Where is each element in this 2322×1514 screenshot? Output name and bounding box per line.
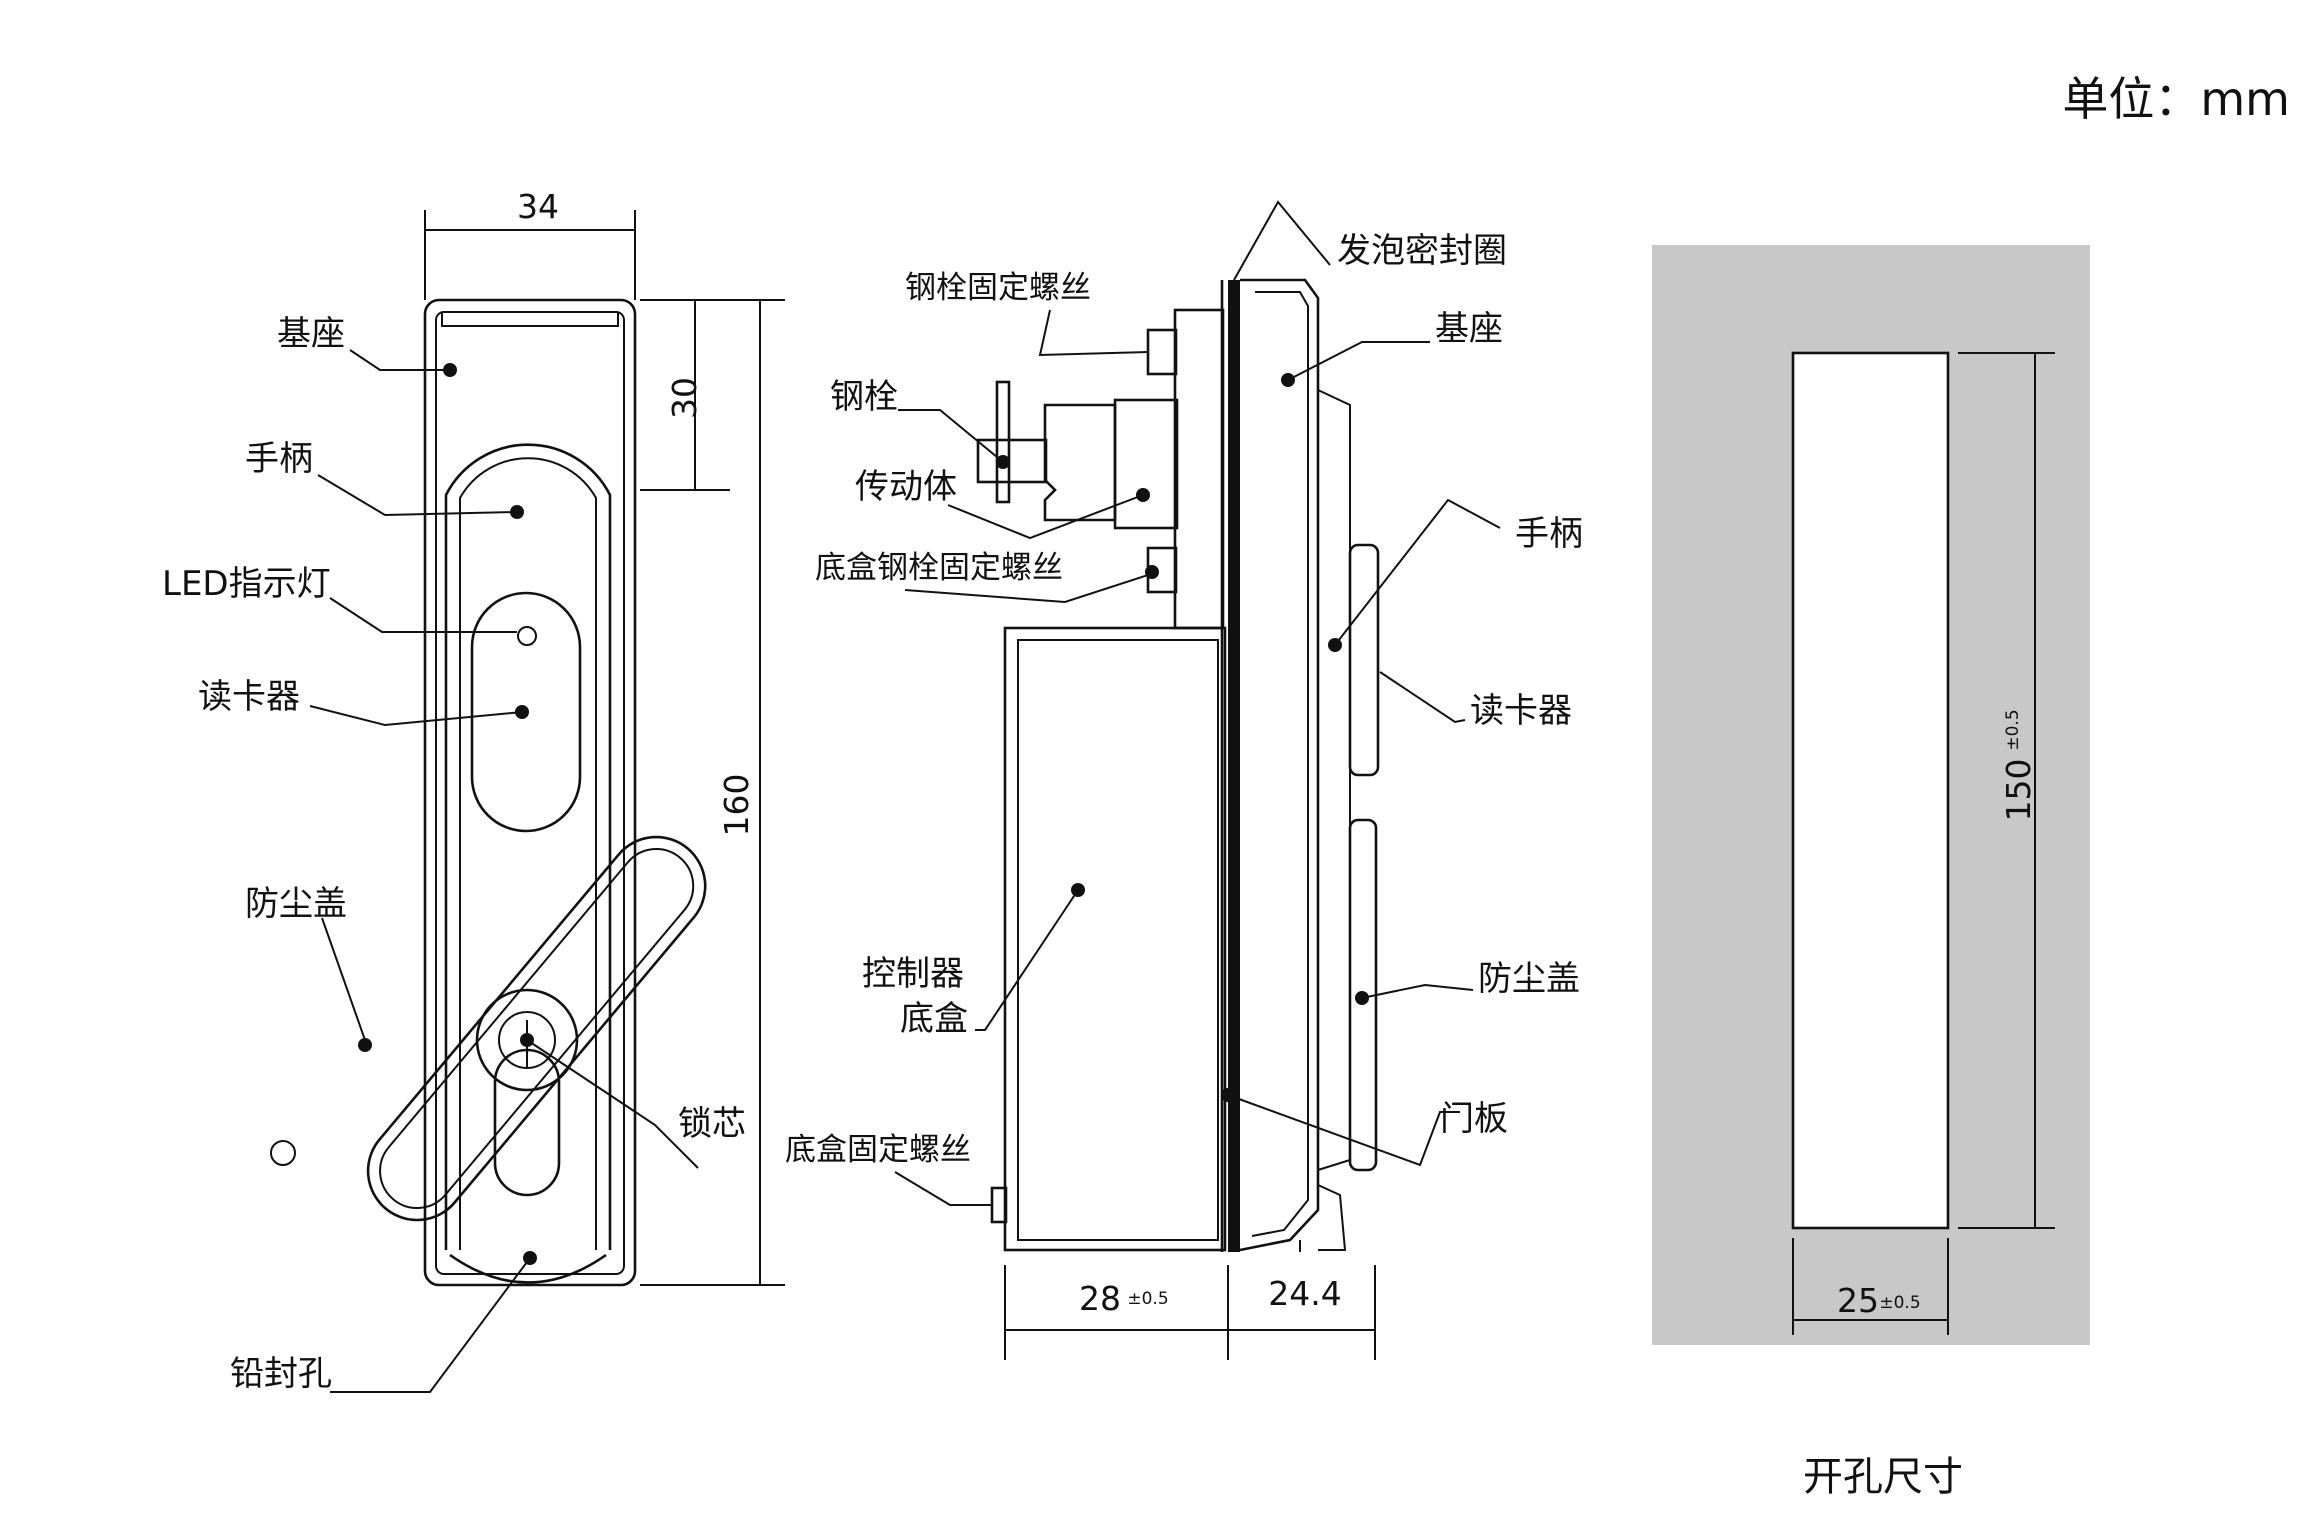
cutout-caption: 开孔尺寸: [1803, 1454, 1963, 1500]
label-foam-seal: 发泡密封圈: [1337, 231, 1507, 271]
front-base-inner: [435, 311, 625, 1275]
cutout-view: 150 ±0.5 25 ±0.5 开孔尺寸: [1652, 245, 2090, 1500]
label-actuator: 传动体: [855, 467, 957, 507]
label-bolt: 钢栓: [830, 377, 898, 417]
label-box-screw: 底盒固定螺丝: [785, 1132, 971, 1168]
dust-cover-shape: [366, 835, 707, 1222]
controller-box: [1003, 626, 1227, 1252]
label-box-bolt-screw: 底盒钢栓固定螺丝: [815, 550, 1063, 586]
label-controller-line1: 控制器: [862, 954, 964, 994]
led-indicator: [517, 626, 537, 646]
front-top-lip: [441, 312, 619, 327]
label-led: LED指示灯: [162, 564, 331, 604]
cutout-hole: [1791, 351, 1950, 1230]
label-side-base: 基座: [1435, 309, 1503, 349]
label-front-handle: 手柄: [245, 439, 313, 479]
cutout-dim-height: 150: [1999, 759, 2038, 822]
label-side-handle: 手柄: [1515, 514, 1583, 554]
side-dim-front: 24.4: [1268, 1274, 1341, 1313]
front-reader-window: [470, 591, 582, 833]
label-side-dust-cover: 防尘盖: [1478, 959, 1580, 999]
front-handle-outline: [444, 443, 612, 1250]
label-front-base: 基座: [277, 314, 345, 354]
front-dim-top: 30: [665, 377, 704, 419]
side-handle-outline: [1317, 389, 1351, 1171]
front-view: 34 30 160 基座 手柄 LED指示灯 读卡器 防尘盖 锁芯 铅封孔: [162, 187, 785, 1394]
door-panel-shape: [1228, 280, 1240, 1252]
bolt-plate: [995, 380, 1011, 504]
label-seal-hole: 铅封孔: [230, 1354, 332, 1394]
actuator-body: [1043, 403, 1117, 522]
side-dim-box: 28: [1079, 1279, 1121, 1318]
cutout-dim-width-tol: ±0.5: [1879, 1293, 1920, 1313]
side-view: 28 ±0.5 24.4 发泡密封圈 钢栓固定螺丝 基座 钢栓 传动体 底盒钢栓…: [785, 200, 1583, 1360]
bolt-shaft: [976, 438, 1048, 484]
actuator-block: [1113, 398, 1179, 530]
front-handle-inner: [459, 457, 597, 1250]
label-controller-line2: 底盒: [900, 999, 968, 1039]
dust-cover-hole: [270, 1140, 296, 1166]
side-mount-plate: [1173, 308, 1225, 630]
label-bolt-screw: 钢栓固定螺丝: [905, 270, 1091, 306]
label-front-reader: 读卡器: [198, 677, 300, 717]
front-handle-bottom: [449, 1253, 607, 1284]
label-lock-core: 锁芯: [678, 1104, 746, 1144]
lock-core-ring: [475, 988, 579, 1092]
cutout-dim-height-tol: ±0.5: [2003, 709, 2023, 750]
unit-label: 单位：mm: [2062, 72, 2290, 126]
side-base-outline: [1239, 278, 1320, 1252]
front-dim-height: 160: [717, 774, 756, 837]
label-front-dust-cover: 防尘盖: [245, 884, 347, 924]
bolt-screw-head: [1146, 328, 1178, 376]
front-dim-width: 34: [517, 187, 559, 226]
label-side-reader: 读卡器: [1470, 691, 1572, 731]
front-base-outline: [423, 298, 637, 1287]
side-dim-box-tol: ±0.5: [1127, 1289, 1168, 1309]
cutout-dim-width: 25: [1837, 1281, 1879, 1320]
label-door-panel: 门板: [1440, 1099, 1508, 1139]
side-reader-bump: [1348, 543, 1380, 777]
